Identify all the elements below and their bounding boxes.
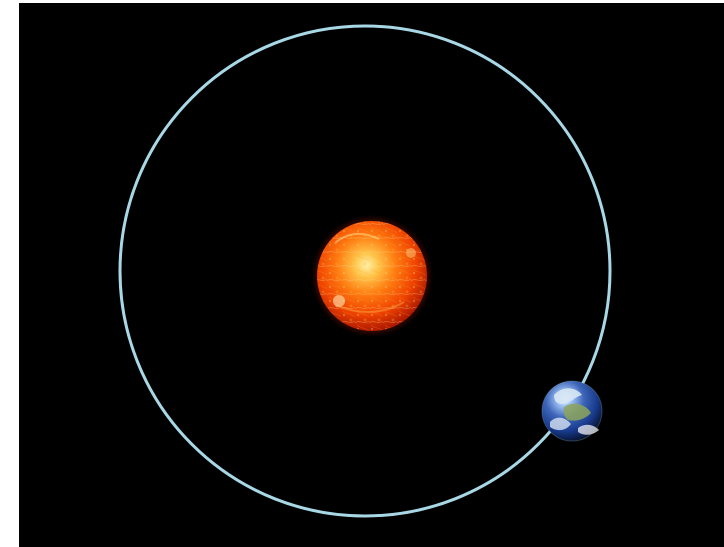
- sun-icon: [311, 215, 433, 337]
- space-background: [19, 3, 724, 547]
- orbit-diagram: [118, 24, 612, 518]
- earth-orbit: [118, 24, 612, 518]
- earth-icon: [541, 380, 603, 442]
